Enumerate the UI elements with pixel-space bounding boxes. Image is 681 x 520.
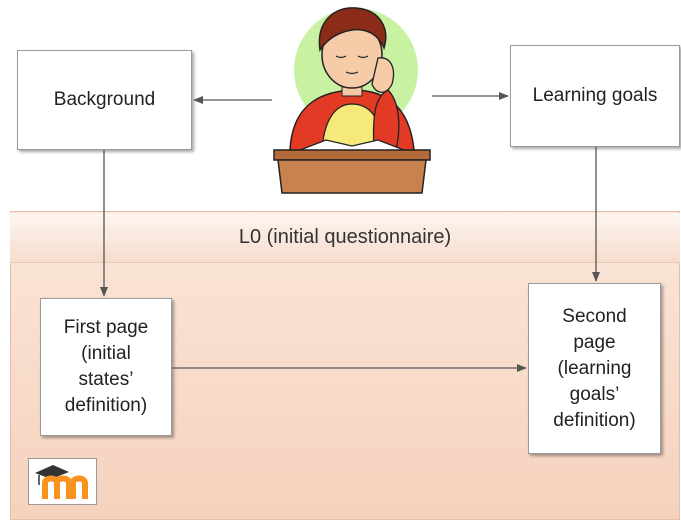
moodle-logo	[28, 458, 97, 505]
moodle-logo-icon	[35, 465, 88, 499]
panel-title: L0 (initial questionnaire)	[10, 213, 680, 263]
second-page-label: Second page (learning goals’ definition)	[553, 305, 636, 431]
background-label: Background	[53, 89, 156, 110]
panel-title-text: L0 (initial questionnaire)	[238, 226, 452, 248]
first-page-label: First page (initial states’ definition)	[63, 317, 149, 416]
background-box: Background	[17, 50, 192, 150]
student-reading-icon	[273, 7, 431, 194]
first-page-box: First page (initial states’ definition)	[40, 298, 172, 436]
second-page-box: Second page (learning goals’ definition)	[528, 283, 661, 454]
learning-goals-label: Learning goals	[532, 85, 658, 106]
learning-goals-box: Learning goals	[510, 45, 680, 147]
